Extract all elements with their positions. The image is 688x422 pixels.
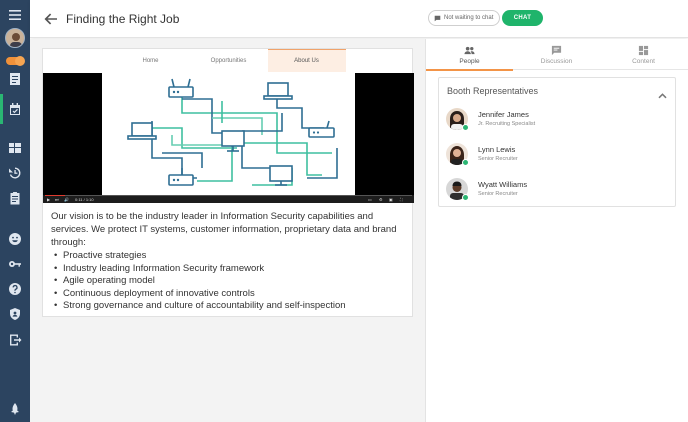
active-indicator: [0, 94, 3, 124]
chat-status-label: Not waiting to chat: [444, 15, 494, 21]
representative-item[interactable]: Wyatt Williams Senior Recruiter: [446, 178, 666, 206]
representative-role: Jr. Recruiting Specialist: [478, 121, 536, 127]
captions-icon[interactable]: ▭: [368, 197, 372, 202]
panel-divider: [425, 39, 426, 422]
settings-icon[interactable]: ⚙: [379, 197, 383, 202]
list-item: Industry leading Information Security fr…: [51, 263, 406, 276]
representative-name: Wyatt Williams: [478, 180, 528, 189]
booth-content-card: Home Opportunities About Us: [42, 48, 414, 317]
security-shield-icon[interactable]: [7, 306, 23, 322]
tab-people[interactable]: People: [426, 39, 513, 71]
list-item: Agile operating model: [51, 275, 406, 288]
online-status-icon: [462, 159, 469, 166]
video-time: 0:11 / 1:10: [75, 197, 94, 202]
content-tabs: Home Opportunities About Us: [43, 49, 414, 72]
page-title: Finding the Right Job: [66, 12, 180, 26]
chat-status-pill[interactable]: Not waiting to chat: [428, 10, 501, 26]
user-avatar[interactable]: [5, 28, 25, 48]
key-icon[interactable]: [7, 256, 23, 272]
chevron-up-icon[interactable]: [658, 87, 667, 99]
clipboard-icon[interactable]: [7, 190, 23, 206]
representative-item[interactable]: Jennifer James Jr. Recruiting Specialist: [446, 108, 666, 136]
discussion-icon: [551, 45, 562, 55]
representative-item[interactable]: Lynn Lewis Senior Recruiter: [446, 143, 666, 171]
next-icon[interactable]: ⏭: [55, 197, 59, 202]
tab-home[interactable]: Home: [142, 57, 159, 64]
video-player[interactable]: ▶ ⏭ 🔊 0:11 / 1:10 ▭ ⚙ ▣ ⛶: [43, 73, 414, 203]
document-list-icon[interactable]: [7, 71, 23, 87]
list-item: Strong governance and culture of account…: [51, 300, 406, 313]
tab-discussion-label: Discussion: [540, 57, 573, 65]
video-progress-fill: [45, 195, 65, 196]
people-icon: [464, 46, 475, 54]
history-icon[interactable]: [7, 165, 23, 181]
tab-opportunities[interactable]: Opportunities: [210, 57, 247, 64]
tab-content-label: Content: [632, 57, 655, 65]
representative-role: Senior Recruiter: [478, 156, 518, 162]
list-item: Continuous deployment of innovative cont…: [51, 288, 406, 301]
network-diagram: [127, 78, 338, 186]
dashboard-icon[interactable]: [7, 140, 23, 156]
smiley-icon[interactable]: [7, 231, 23, 247]
availability-toggle[interactable]: [6, 56, 25, 66]
side-tabs: People Discussion Content: [426, 39, 688, 71]
representative-role: Senior Recruiter: [478, 191, 518, 197]
tab-content[interactable]: Content: [600, 39, 687, 70]
calendar-icon[interactable]: [7, 101, 23, 117]
top-header: Finding the Right Job Not waiting to cha…: [30, 0, 688, 38]
booth-representatives-card: Booth Representatives Jennifer James Jr.…: [438, 77, 676, 207]
miniplayer-icon[interactable]: ▣: [389, 197, 393, 202]
play-icon[interactable]: ▶: [47, 197, 51, 202]
brand-logo-icon: [7, 401, 23, 417]
menu-icon[interactable]: [7, 7, 23, 23]
volume-icon[interactable]: 🔊: [64, 197, 69, 202]
logout-icon[interactable]: [7, 332, 23, 348]
left-rail: [0, 0, 30, 422]
content-icon: [638, 45, 649, 55]
tab-discussion[interactable]: Discussion: [513, 39, 600, 70]
chat-bubble-icon: [434, 15, 441, 21]
representative-name: Jennifer James: [478, 110, 529, 119]
list-item: Proactive strategies: [51, 250, 406, 263]
about-us-body: Our vision is to be the industry leader …: [51, 210, 406, 313]
tab-people-label: People: [459, 57, 480, 65]
network-diagram-video-frame: [102, 73, 355, 195]
fullscreen-icon[interactable]: ⛶: [400, 197, 403, 202]
side-panel: People Discussion Content Booth Represen…: [426, 39, 688, 422]
booth-representatives-title: Booth Representatives: [447, 86, 539, 96]
help-icon[interactable]: [7, 281, 23, 297]
online-status-icon: [462, 124, 469, 131]
back-arrow-icon[interactable]: [44, 12, 58, 26]
video-controls: ▶ ⏭ 🔊 0:11 / 1:10 ▭ ⚙ ▣ ⛶: [43, 195, 414, 203]
video-progress-bar[interactable]: [45, 195, 412, 196]
representative-name: Lynn Lewis: [478, 145, 516, 154]
about-intro: Our vision is to be the industry leader …: [51, 211, 397, 248]
about-bullet-list: Proactive strategies Industry leading In…: [51, 250, 406, 313]
main-content: Home Opportunities About Us: [30, 39, 425, 422]
tab-about-us[interactable]: About Us: [267, 49, 346, 72]
online-status-icon: [462, 194, 469, 201]
chat-button[interactable]: CHAT: [502, 10, 543, 26]
